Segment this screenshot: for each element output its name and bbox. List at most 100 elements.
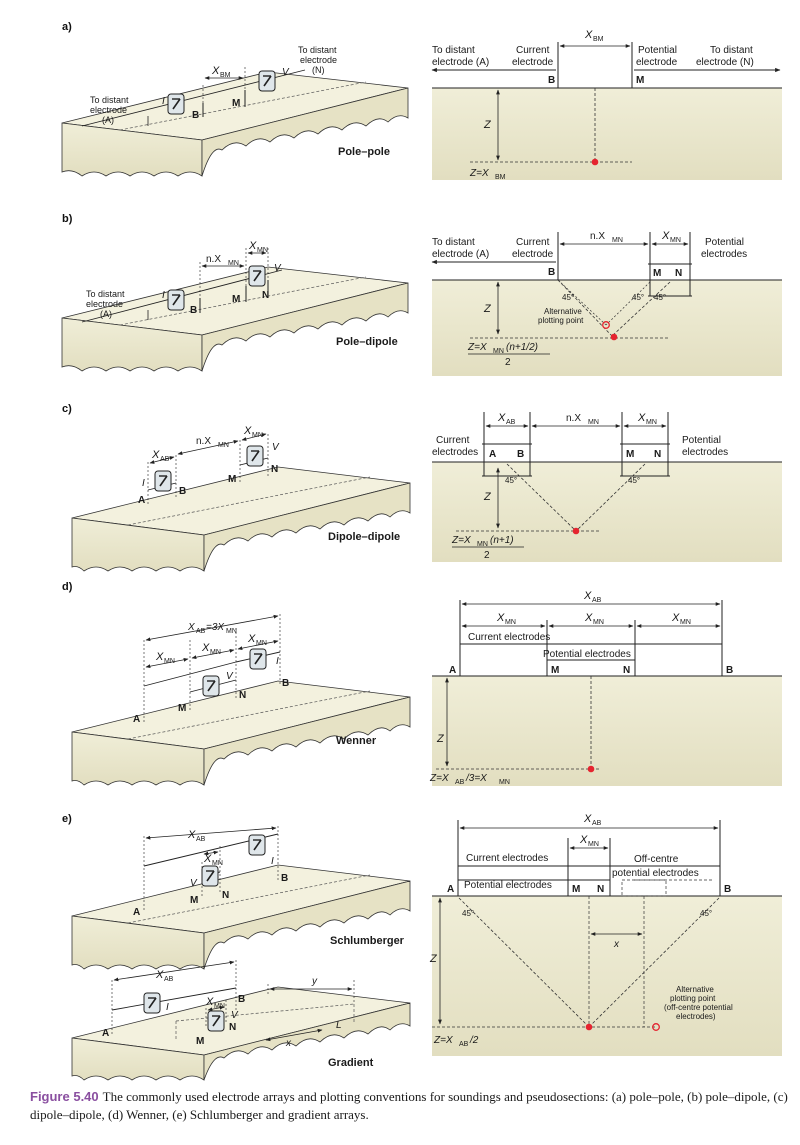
panel-letter-d: d) (62, 581, 73, 593)
voltmeter-icon (246, 445, 264, 467)
ground-block-b (61, 266, 409, 372)
panel-title-d: Wenner (336, 735, 377, 747)
svg-text:MN: MN (210, 649, 221, 656)
svg-text:A: A (489, 449, 496, 460)
alternative-plotting-point (652, 1023, 660, 1031)
current-meter-icon (143, 992, 161, 1014)
svg-text:X: X (211, 65, 220, 77)
svg-text:Z=X: Z=X (433, 1035, 453, 1046)
svg-text:X: X (187, 829, 196, 841)
svg-text:A: A (138, 495, 145, 506)
svg-text:N: N (222, 890, 229, 901)
panel-letter-b: b) (62, 213, 73, 225)
svg-text:M: M (196, 1036, 204, 1047)
svg-text:Z: Z (483, 303, 492, 315)
voltmeter-icon (202, 675, 220, 697)
panel-b: b) n.X MN X MN I V B M N To distant elec… (61, 213, 782, 376)
svg-text:X: X (151, 449, 160, 461)
svg-text:n.X: n.X (590, 231, 605, 242)
svg-text:electrode (A): electrode (A) (432, 249, 489, 260)
svg-text:To distant: To distant (90, 95, 129, 105)
svg-text:I: I (276, 656, 279, 667)
svg-text:M: M (232, 98, 240, 109)
svg-text:X: X (583, 590, 592, 602)
svg-text:X: X (637, 412, 646, 424)
svg-text:45°: 45° (562, 293, 574, 302)
svg-text:x: x (285, 1038, 292, 1049)
svg-text:45°: 45° (462, 909, 474, 918)
svg-text:N: N (623, 665, 630, 676)
svg-text:electrode: electrode (512, 57, 554, 68)
svg-text:A: A (102, 1028, 109, 1039)
svg-text:M: M (636, 75, 644, 86)
svg-text:n.X: n.X (196, 436, 211, 447)
voltmeter-icon (248, 265, 266, 287)
svg-text:AB: AB (164, 976, 174, 983)
current-meter-icon (154, 470, 172, 492)
svg-text:/2: /2 (469, 1035, 479, 1046)
svg-text:electrodes: electrodes (682, 447, 728, 458)
svg-text:Current: Current (436, 435, 470, 446)
svg-text:electrode: electrode (636, 57, 678, 68)
svg-text:I: I (271, 856, 274, 867)
ground-block-d (71, 680, 411, 786)
svg-text:X: X (497, 412, 506, 424)
svg-text:A: A (133, 907, 140, 918)
svg-text:MN: MN (588, 419, 599, 426)
panel-e: e) X AB X MN V I A M N B Schlumberger (62, 813, 782, 1081)
svg-text:M: M (190, 895, 198, 906)
caption-text: The commonly used electrode arrays and p… (30, 1089, 788, 1122)
svg-text:n.X: n.X (206, 254, 221, 265)
svg-text:B: B (726, 665, 733, 676)
svg-text:Current: Current (516, 237, 550, 248)
svg-text:M: M (653, 268, 661, 279)
svg-text:L: L (336, 1020, 342, 1031)
svg-text:Z=X: Z=X (429, 773, 449, 784)
svg-text:plotting point: plotting point (538, 316, 584, 325)
svg-text:X: X (187, 622, 195, 633)
svg-text:MN: MN (212, 860, 223, 867)
svg-text:MN: MN (612, 237, 623, 244)
svg-text:X: X (671, 612, 680, 624)
svg-text:BM: BM (593, 36, 604, 43)
panel-a: a) X BM I V B M To distant electrode (A)… (61, 21, 782, 181)
svg-text:Alternative: Alternative (544, 307, 582, 316)
svg-text:AB: AB (196, 628, 206, 635)
svg-text:MN: MN (505, 619, 516, 626)
svg-text:(n+1/2): (n+1/2) (506, 342, 538, 353)
svg-text:I: I (166, 1002, 169, 1013)
alternative-plotting-point (602, 321, 610, 329)
ground-block-c (71, 466, 411, 572)
svg-text:To distant: To distant (298, 45, 337, 55)
svg-text:X: X (248, 240, 257, 252)
svg-text:x: x (613, 939, 620, 950)
ground-block-gradient (71, 986, 411, 1081)
current-meter-icon (249, 648, 267, 670)
svg-text:Z=X: Z=X (467, 342, 487, 353)
svg-text:2: 2 (484, 550, 490, 561)
svg-text:X: X (203, 853, 212, 865)
svg-text:45°: 45° (654, 293, 666, 302)
svg-text:B: B (192, 110, 199, 121)
svg-text:B: B (517, 449, 524, 460)
voltmeter-icon (201, 865, 219, 887)
ground-block-e (71, 864, 411, 970)
svg-text:A: A (449, 665, 456, 676)
svg-text:2: 2 (505, 357, 511, 368)
svg-text:X: X (155, 651, 164, 663)
svg-text:(n+1): (n+1) (490, 535, 514, 546)
svg-text:N: N (271, 464, 278, 475)
svg-text:AB: AB (592, 820, 602, 827)
svg-text:X: X (584, 612, 593, 624)
svg-text:MN: MN (257, 247, 268, 254)
svg-text:X: X (201, 642, 210, 654)
svg-text:MN: MN (588, 841, 599, 848)
svg-text:y: y (311, 976, 318, 987)
svg-text:(off-centre potential: (off-centre potential (664, 1003, 733, 1012)
section-b: n.X MN X MN To distant electrode (A) Cur… (431, 230, 782, 376)
svg-text:A: A (447, 884, 454, 895)
panel-letter-c: c) (62, 403, 72, 415)
figure-number: Figure 5.40 (30, 1089, 99, 1104)
svg-text:X: X (155, 969, 164, 981)
